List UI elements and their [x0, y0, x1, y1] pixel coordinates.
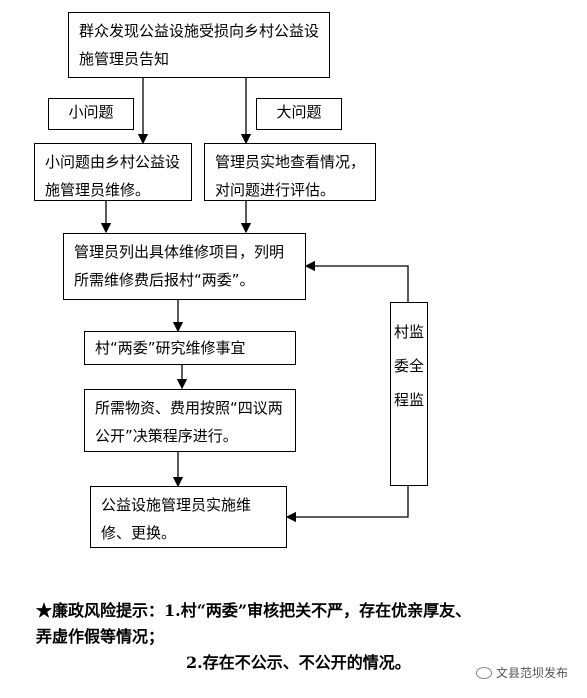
chat-icon [476, 666, 492, 679]
risk-note: ★廉政风险提示：1.村“两委”审核把关不严，存在优亲厚友、 弄虚作假等情况； 2… [36, 598, 576, 676]
tag-small-problem: 小问题 [48, 98, 134, 130]
tag-large-problem: 大问题 [256, 98, 342, 130]
box-procedure: 所需物资、费用按照“四议两公开”决策程序进行。 [84, 389, 296, 452]
risk-note-prefix: ★廉政风险提示： [36, 601, 165, 620]
box-supervise: 村监委全程监 [390, 302, 428, 486]
arrow-supervise-to-repair [285, 486, 409, 523]
risk-note-item1-a: 1.村“两委”审核把关不严，存在优亲厚友、 [164, 601, 472, 620]
watermark: 文县范坝发布 [476, 664, 568, 681]
watermark-text: 文县范坝发布 [496, 666, 569, 680]
box-list: 管理员列出具体维修项目，列明所需维修费后报村“两委”。 [63, 233, 306, 300]
risk-note-item1-b: 弄虚作假等情况； [36, 627, 165, 646]
box-inspect: 管理员实地查看情况，对问题进行评估。 [204, 143, 376, 201]
box-small-fix: 小问题由乡村公益设施管理员维修。 [34, 143, 192, 201]
box-start: 群众发现公益设施受损向乡村公益设施管理员告知 [68, 12, 330, 78]
box-research: 村“两委”研究维修事宜 [84, 331, 296, 365]
risk-note-item2: 2.存在不公示、不公开的情况。 [186, 653, 411, 672]
box-repair: 公益设施管理员实施维修、更换。 [90, 486, 287, 548]
arrow-supervise-to-list [304, 260, 409, 302]
